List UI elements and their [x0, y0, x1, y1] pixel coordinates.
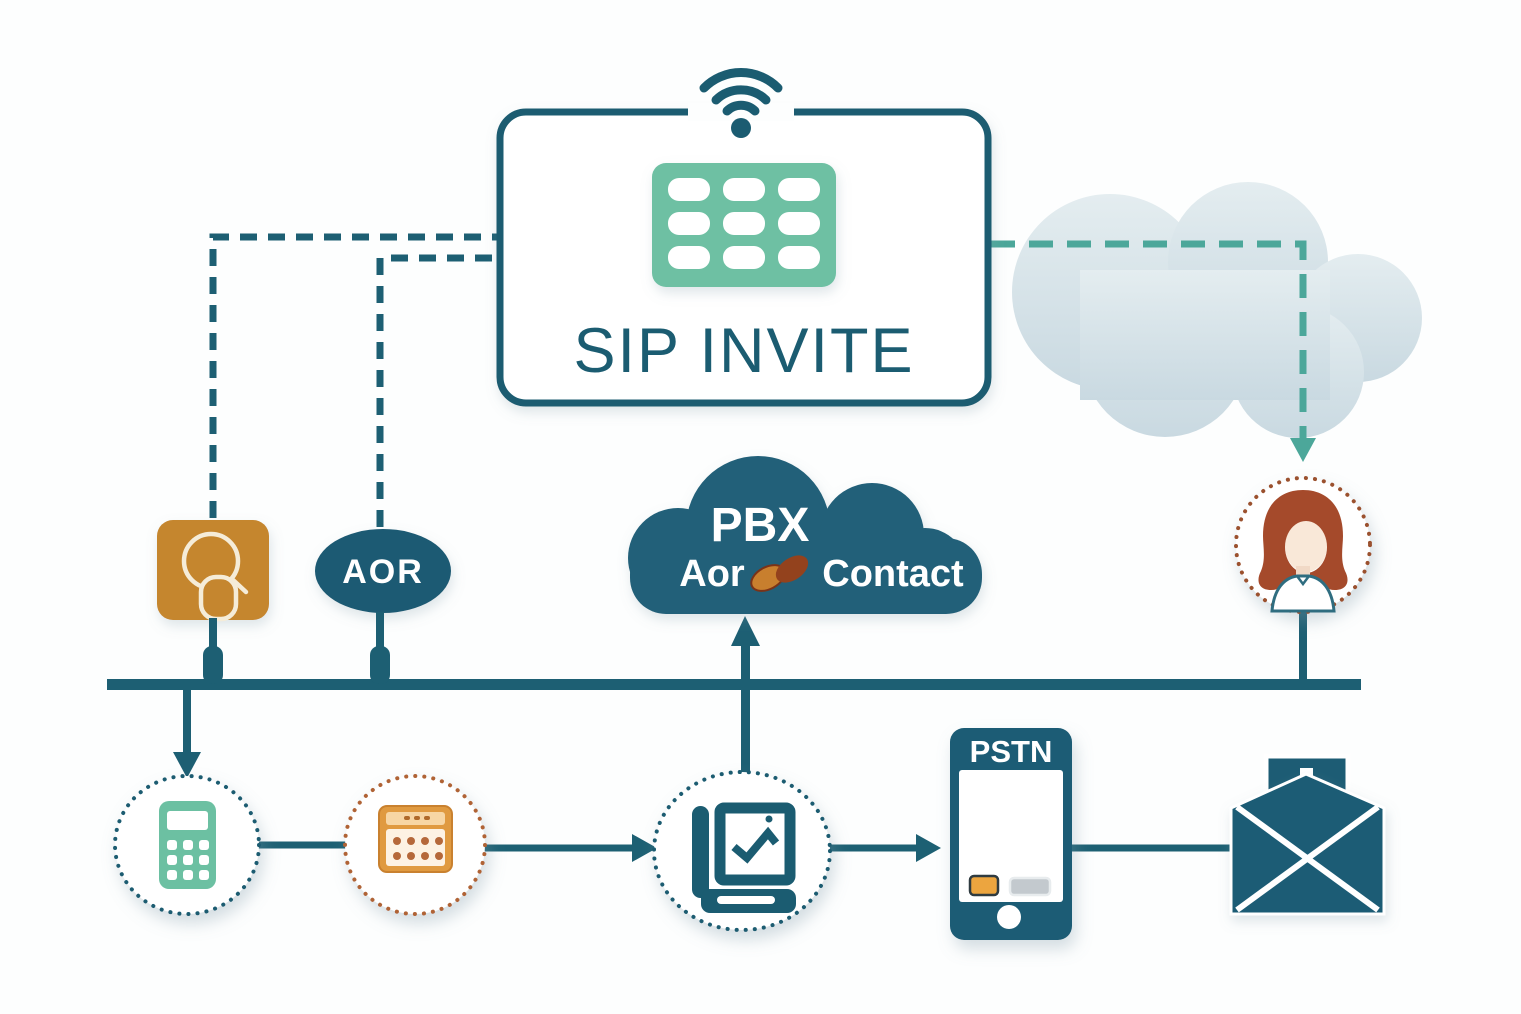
bottom-arrowheads	[632, 834, 941, 862]
sip-to-user-dashed-arrow	[991, 240, 1316, 462]
pbx-cloud: PBX Aor Contact	[628, 456, 982, 614]
envelope-download-icon	[1229, 753, 1386, 916]
smartphone-icon	[959, 770, 1063, 929]
beans-icon	[750, 555, 809, 592]
aor-node: AOR	[315, 529, 451, 613]
keypad-icon	[652, 163, 836, 287]
sip-invite-box: SIP INVITE	[496, 68, 992, 407]
sip-to-aor-dashed-line	[376, 254, 498, 527]
pbx-aor-label: Aor	[679, 553, 745, 595]
voicemail-node	[1229, 753, 1386, 916]
user-node	[1234, 476, 1372, 614]
sip-invite-label: SIP INVITE	[574, 316, 915, 386]
sip-to-search-dashed-line	[209, 233, 498, 518]
search-contact-node	[157, 520, 269, 622]
woman-avatar	[1258, 490, 1348, 613]
pbx-contact-label: Contact	[822, 553, 964, 595]
pstn-label: PSTN	[970, 734, 1053, 769]
bottom-connectors	[258, 841, 1240, 852]
pbx-label: PBX	[711, 499, 810, 552]
calendar-node	[343, 774, 487, 916]
calculator-icon	[159, 801, 216, 889]
search-contact-icon	[181, 531, 249, 622]
fax-node	[652, 770, 832, 932]
bus-to-dialpad-arrow	[173, 690, 201, 778]
wifi-icon	[699, 68, 783, 138]
background-cloud	[1012, 182, 1422, 438]
aor-label: AOR	[342, 553, 424, 591]
fax-phone-icon	[692, 802, 796, 913]
fax-to-pbx-arrow	[731, 616, 760, 774]
dialpad-node	[113, 774, 261, 916]
bus-line	[107, 612, 1361, 690]
pstn-node: PSTN	[950, 728, 1072, 940]
calendar-icon	[378, 805, 453, 873]
